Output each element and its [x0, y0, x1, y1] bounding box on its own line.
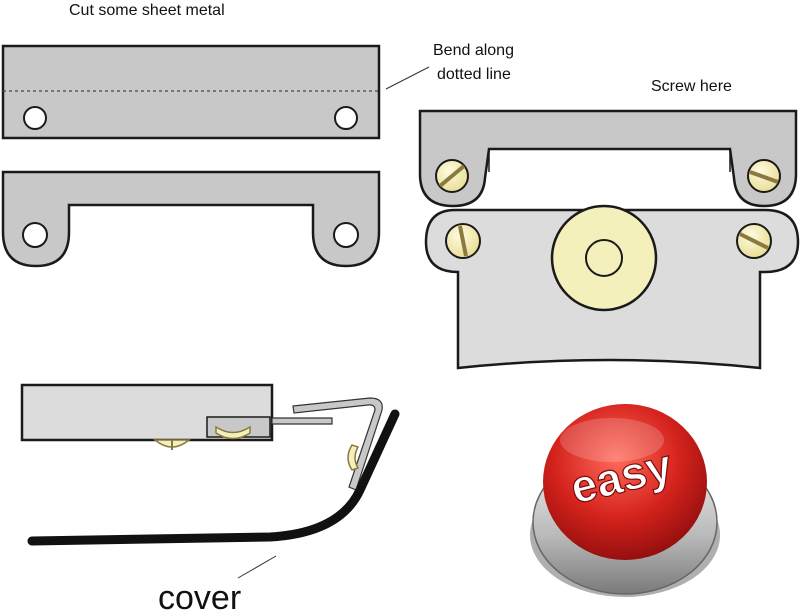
- cover-label: cover: [158, 579, 241, 613]
- screw-icon-bottom-right: [736, 223, 772, 259]
- bend-label-line2: dotted line: [437, 66, 511, 83]
- side-screw-icon-right: [215, 425, 251, 440]
- bend-leader-line: [385, 66, 430, 90]
- strip-hole-left: [23, 106, 47, 130]
- cut-label: Cut some sheet metal: [69, 2, 225, 19]
- bracket-hole-right: [333, 222, 359, 248]
- bent-bracket-side: [292, 397, 383, 491]
- side-view-assembly: [20, 383, 400, 546]
- mounted-plate: [418, 109, 800, 370]
- strip-hole-right: [334, 106, 358, 130]
- center-knob-hole: [585, 239, 623, 277]
- screw-icon-top-left: [435, 159, 469, 193]
- side-screw-icon-bracket: [347, 444, 360, 471]
- screw-icon-bottom-left: [445, 223, 481, 259]
- bend-label-line1: Bend along: [433, 42, 514, 59]
- cover-leader-line: [237, 555, 277, 579]
- easy-button-top: [543, 404, 707, 560]
- screw-label: Screw here: [651, 78, 732, 95]
- easy-button: easy: [530, 404, 720, 597]
- cut-bracket: [1, 170, 381, 268]
- sheet-metal-strip: [1, 44, 381, 140]
- screw-icon-top-right: [747, 159, 781, 193]
- bracket-hole-left: [22, 222, 48, 248]
- cover-shape: [27, 409, 400, 546]
